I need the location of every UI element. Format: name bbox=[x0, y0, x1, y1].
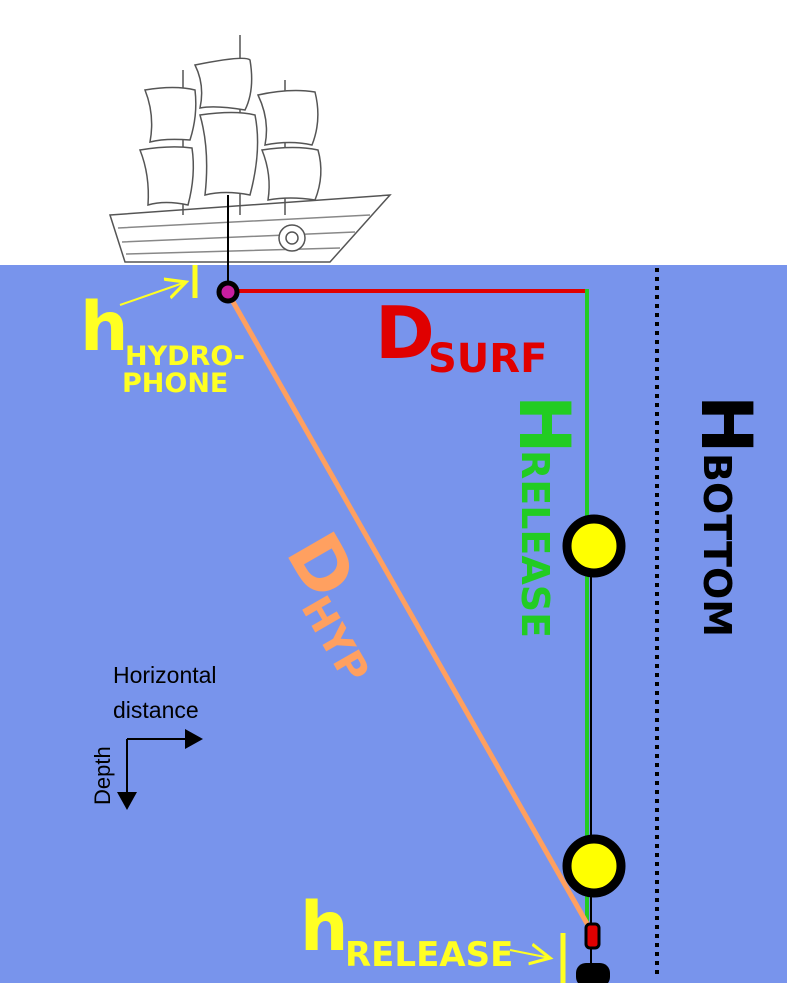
d-surf-sub: SURF bbox=[428, 336, 547, 382]
h-bottom-label: H BOTTOM bbox=[685, 395, 767, 637]
depth-label: Depth bbox=[90, 746, 115, 805]
h-hydrophone-main: h bbox=[80, 288, 128, 367]
h-bottom-main: H bbox=[685, 395, 767, 454]
h-hydrophone-sub2: PHONE bbox=[122, 368, 228, 399]
arrow-icon bbox=[509, 950, 550, 958]
h-release-small-sub: RELEASE bbox=[345, 935, 513, 975]
d-surf-label: D SURF bbox=[375, 291, 547, 382]
h-hydrophone-sub1: HYDRO- bbox=[125, 341, 245, 372]
h-release-small-main: h bbox=[300, 888, 348, 967]
h-release-main: H bbox=[503, 395, 585, 454]
h-bottom-sub: BOTTOM bbox=[695, 453, 739, 637]
float-icon bbox=[562, 834, 626, 898]
release-icon bbox=[584, 922, 601, 950]
d-hyp-line bbox=[229, 298, 592, 929]
h-release-small-label: h RELEASE bbox=[300, 888, 513, 975]
float-icon bbox=[562, 514, 626, 578]
distance-label: distance bbox=[113, 697, 199, 723]
hydrophone-icon bbox=[216, 280, 240, 304]
ship-icon bbox=[108, 35, 392, 263]
horizontal-label: Horizontal bbox=[113, 662, 217, 688]
h-hydrophone-label: h HYDRO- PHONE bbox=[80, 288, 245, 399]
h-release-sub: RELEASE bbox=[513, 450, 557, 638]
arrow-icon bbox=[119, 282, 186, 306]
anchor-icon bbox=[576, 963, 610, 983]
axes-legend: Horizontal distance Depth bbox=[90, 662, 217, 810]
d-surf-main: D bbox=[375, 291, 435, 375]
h-release-label: H RELEASE bbox=[503, 395, 585, 638]
